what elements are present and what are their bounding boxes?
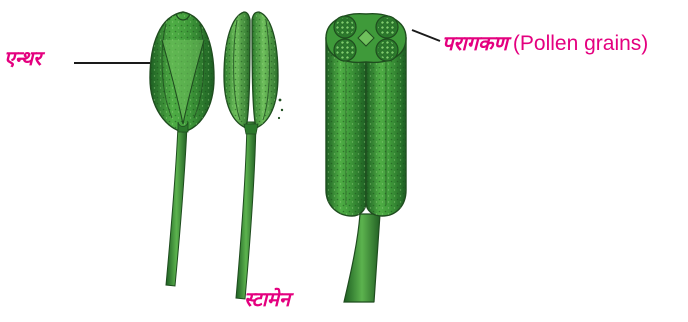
pollen-grains-english-text: (Pollen grains) bbox=[513, 32, 648, 55]
pollen-grains-label: परागकण (Pollen grains) bbox=[442, 29, 648, 56]
stamen-open-icon bbox=[224, 12, 283, 299]
stamen-label: स्टामेन bbox=[244, 285, 290, 312]
pollen-leader-line bbox=[412, 30, 440, 41]
stamen-label-text: स्टामेन bbox=[244, 287, 290, 311]
stamen-closed-icon bbox=[150, 12, 214, 286]
anther-label-text: एन्थर bbox=[4, 46, 41, 70]
anther-section-icon bbox=[326, 14, 406, 302]
anther-label: एन्थर bbox=[4, 44, 41, 71]
pollen-grains-hindi-text: परागकण bbox=[442, 31, 508, 55]
